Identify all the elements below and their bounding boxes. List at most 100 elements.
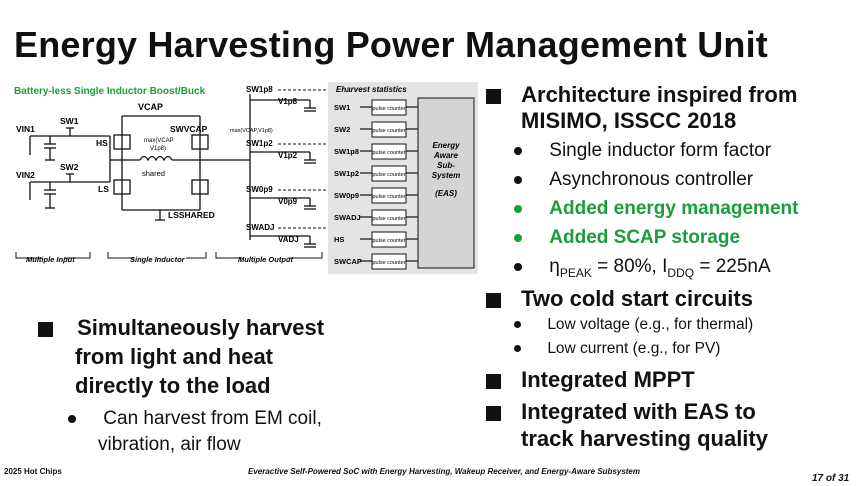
swadj-label: SWADJ xyxy=(246,223,274,232)
dot-bullet-icon xyxy=(514,175,522,184)
pulse-counter-text: pulse counter xyxy=(372,194,405,200)
square-bullet-icon xyxy=(486,373,501,389)
vcap-label: VCAP xyxy=(138,102,163,112)
counter-signal-label: SW1 xyxy=(334,103,350,112)
v0p9-label: V0p9 xyxy=(278,197,298,206)
v1p2-label: V1p2 xyxy=(278,151,298,160)
sub-bullet-text: Asynchronous controller xyxy=(549,169,754,190)
pulse-counter-text: pulse counter xyxy=(372,106,405,112)
iddq-subscript: DDQ xyxy=(667,265,695,280)
bullet-eas: Integrated with EAS to xyxy=(486,398,756,425)
sub-bullet-scap: Added SCAP storage xyxy=(514,225,740,251)
sw1-label: SW1 xyxy=(60,116,79,126)
eta-subscript: PEAK xyxy=(559,265,592,280)
group-brackets xyxy=(15,252,323,259)
sub-bullet-low-current: Low current (e.g., for PV) xyxy=(514,338,720,360)
sub-bullet-em-coil: Can harvest from EM coil, xyxy=(68,406,322,432)
eta-symbol: η xyxy=(549,256,560,277)
square-bullet-icon xyxy=(38,321,53,337)
group-label-inductor: Single Inductor xyxy=(130,255,186,264)
bullet-mppt-text: Integrated MPPT xyxy=(521,367,695,392)
bullet-harvest: Simultaneously harvest xyxy=(38,314,324,341)
eas-line-4: System xyxy=(432,171,460,180)
bullet-harvest-cont1: from light and heat xyxy=(75,343,273,370)
efficiency-end: = 225nA xyxy=(694,256,771,277)
sub-bullet-text: Low current (e.g., for PV) xyxy=(547,340,721,357)
bullet-cold-text: Two cold start circuits xyxy=(521,286,753,311)
vadj-label: VADJ xyxy=(278,235,299,244)
sub-bullet-text: Low voltage (e.g., for thermal) xyxy=(547,316,754,333)
ls-label: LS xyxy=(98,184,109,194)
swvcap-label: SWVCAP xyxy=(170,124,208,134)
bullet-harvest-cont2: directly to the load xyxy=(75,372,271,399)
group-label-input: Multiple Input xyxy=(26,255,75,264)
counter-signal-label: SWCAP xyxy=(334,257,362,266)
inductor-section xyxy=(113,115,250,221)
dot-bullet-icon xyxy=(514,233,522,242)
pulse-counter-text: pulse counter xyxy=(372,128,405,134)
counter-signal-label: SW0p9 xyxy=(334,191,359,200)
sw2-label: SW2 xyxy=(60,162,79,172)
footer-left: 2025 Hot Chips xyxy=(4,467,62,476)
v1p8-label: V1p8 xyxy=(278,97,298,106)
bullet-architecture: Architecture inspired from xyxy=(486,81,797,108)
input-section xyxy=(29,127,122,209)
sub-bullet-energy-mgmt: Added energy management xyxy=(514,196,798,222)
output-section xyxy=(249,94,316,248)
bullet-eas-line2: track harvesting quality xyxy=(521,426,768,451)
eas-line-2: Aware xyxy=(433,151,459,160)
lsshared-label: LSSHARED xyxy=(168,210,215,220)
dot-bullet-icon xyxy=(68,414,76,423)
square-bullet-icon xyxy=(486,88,501,104)
shared-label: shared xyxy=(142,169,165,178)
group-label-output: Multiple Output xyxy=(238,255,293,264)
sub-bullet-inductor: Single inductor form factor xyxy=(514,138,771,164)
pulse-counter-text: pulse counter xyxy=(372,172,405,178)
pulse-counter-text: pulse counter xyxy=(372,150,405,156)
stats-title: Eharvest statistics xyxy=(336,85,407,94)
bullet-architecture-cont: MISIMO, ISSCC 2018 xyxy=(521,107,736,134)
pulse-counter-text: pulse counter xyxy=(372,216,405,222)
eas-line-3: Sub- xyxy=(437,161,455,170)
bullet-architecture-line1: Architecture inspired from xyxy=(521,82,798,107)
bullet-harvest-line3: directly to the load xyxy=(75,373,271,398)
bullet-harvest-line1: Simultaneously harvest xyxy=(77,315,325,340)
efficiency-middle: = 80%, I xyxy=(591,256,668,277)
hs-label: HS xyxy=(96,138,108,148)
counter-signal-label: SWADJ xyxy=(334,213,361,222)
dot-bullet-icon xyxy=(514,262,522,271)
sub-bullet-low-voltage: Low voltage (e.g., for thermal) xyxy=(514,314,753,336)
dot-bullet-icon xyxy=(514,204,522,213)
square-bullet-icon xyxy=(486,405,501,421)
bullet-harvest-line2: from light and heat xyxy=(75,344,273,369)
vin1-label: VIN1 xyxy=(16,124,35,134)
dot-bullet-icon xyxy=(514,146,522,155)
counter-signal-label: SW2 xyxy=(334,125,350,134)
counter-signal-label: HS xyxy=(334,235,344,244)
bullet-eas-cont: track harvesting quality xyxy=(521,425,768,452)
sw1p2-label: SW1p2 xyxy=(246,139,273,148)
sub-bullet-em-line1: Can harvest from EM coil, xyxy=(103,408,322,429)
sw0p9-label: SW0p9 xyxy=(246,185,273,194)
counter-signal-label: SW1p8 xyxy=(334,147,359,156)
eas-box xyxy=(417,97,475,269)
output-dashed-arrows xyxy=(278,89,328,229)
max-label-b: V1p8) xyxy=(150,146,166,152)
sub-bullet-efficiency: ηPEAK = 80%, IDDQ = 225nA xyxy=(514,254,771,286)
sub-bullet-em-coil-cont: vibration, air flow xyxy=(98,432,241,458)
circuit-diagram: Battery-less Single Inductor Boost/Buck … xyxy=(14,82,478,274)
bullet-cold-start: Two cold start circuits xyxy=(486,285,753,312)
square-bullet-icon xyxy=(486,292,501,308)
sub-bullet-text: Single inductor form factor xyxy=(549,140,772,161)
pulse-counter-text: pulse counter xyxy=(372,260,405,266)
sub-bullet-text: Added energy management xyxy=(549,198,799,219)
bullet-mppt: Integrated MPPT xyxy=(486,366,695,393)
max-label-a: max(VCAP xyxy=(144,138,174,144)
pulse-counter-text: pulse counter xyxy=(372,238,405,244)
eas-line-1: Energy xyxy=(432,141,460,150)
vin2-label: VIN2 xyxy=(16,170,35,180)
bullet-eas-line1: Integrated with EAS to xyxy=(521,399,756,424)
slide-title: Energy Harvesting Power Management Unit xyxy=(14,24,768,65)
sub-bullet-async: Asynchronous controller xyxy=(514,167,753,193)
